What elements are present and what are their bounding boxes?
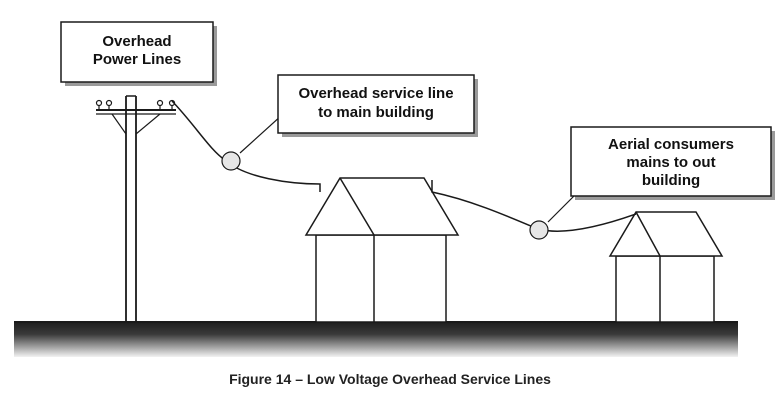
ground — [14, 321, 738, 357]
callout-aerial-mains-line-2: mains to out — [626, 154, 715, 171]
callout-aerial-mains-line-3: building — [642, 172, 700, 189]
aerial-mains-marker-icon — [529, 220, 549, 240]
callout-service-line-line-2: to main building — [318, 104, 434, 121]
callout-power-lines-line-1: Overhead — [102, 33, 171, 50]
insulator-icon — [95, 99, 176, 110]
main-building — [304, 177, 460, 323]
line-markers — [221, 151, 549, 240]
callout-aerial-mains: Aerial consumers mains to out building — [570, 126, 775, 200]
utility-pole — [95, 95, 176, 322]
figure-caption: Figure 14 – Low Voltage Overhead Service… — [229, 371, 551, 387]
callout-pointers — [239, 114, 577, 223]
callout-service-line-line-1: Overhead service line — [298, 85, 453, 102]
service-line-marker-icon — [221, 151, 241, 171]
callout-power-lines-line-2: Power Lines — [93, 51, 181, 68]
out-building — [608, 211, 724, 323]
callout-service-line: Overhead service line to main building — [277, 74, 478, 137]
callout-power-lines: Overhead Power Lines — [60, 21, 217, 86]
callout-aerial-mains-line-1: Aerial consumers — [608, 136, 734, 153]
